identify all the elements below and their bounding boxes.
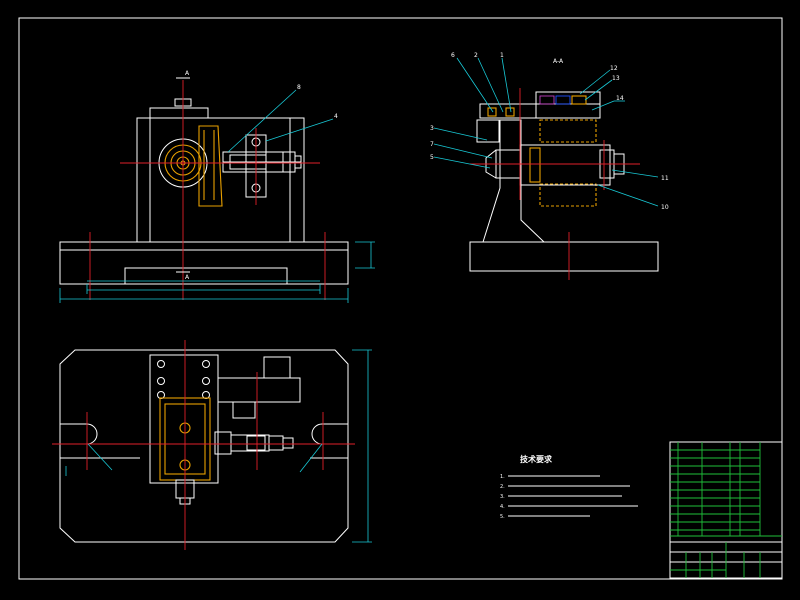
section-view: A-A 6 2 1 3 7 5 12 13 14 11 10: [430, 52, 669, 280]
tech-req-line-1: 1.: [500, 474, 505, 480]
tech-req-line-3: 3.: [500, 494, 505, 500]
balloon-14: 14: [616, 95, 624, 102]
balloon-2: 2: [474, 52, 478, 59]
tech-requirements: 技术要求 1. 2. 3. 4. 5.: [500, 454, 638, 520]
section-label: A-A: [553, 58, 564, 65]
tech-req-line-2: 2.: [500, 484, 505, 490]
balloon-7: 7: [430, 141, 434, 148]
balloon-11: 11: [661, 175, 669, 182]
front-view: A A 8 4: [59, 70, 375, 303]
balloon-8: 8: [297, 84, 301, 91]
top-view: [52, 340, 372, 550]
tech-req-line-5: 5.: [500, 514, 505, 520]
balloon-4: 4: [334, 113, 338, 120]
balloon-1: 1: [500, 52, 504, 59]
tech-req-line-4: 4.: [500, 504, 505, 510]
balloon-12: 12: [610, 65, 618, 72]
drawing-border: [18, 17, 783, 580]
balloon-5: 5: [430, 154, 434, 161]
balloon-6: 6: [451, 52, 455, 59]
section-mark-bottom: A: [185, 274, 190, 281]
balloon-3: 3: [430, 125, 434, 132]
title-block: [669, 441, 783, 579]
balloon-13: 13: [612, 75, 620, 82]
section-mark-top: A: [185, 70, 190, 77]
tech-requirements-title: 技术要求: [520, 454, 553, 464]
balloon-10: 10: [661, 204, 669, 211]
